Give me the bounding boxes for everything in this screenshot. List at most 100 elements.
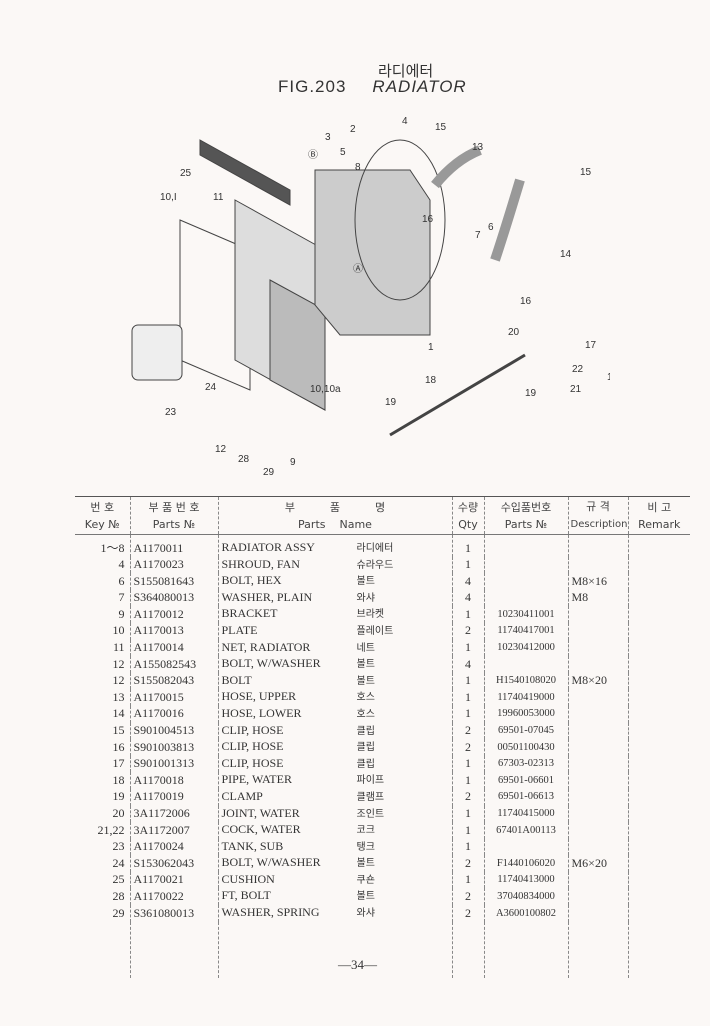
callout-25: 25 xyxy=(180,168,192,179)
cell-pn: 3A1172006 xyxy=(129,805,218,823)
part-name-en: CLIP, HOSE xyxy=(221,755,284,770)
cell-qty: 1 xyxy=(451,556,484,574)
cell-pn: S364080013 xyxy=(129,589,218,607)
cell-key: 28 xyxy=(112,888,125,903)
part-name-ko: 네트 xyxy=(356,642,375,654)
cell-remark xyxy=(627,805,690,823)
cell-remark xyxy=(627,888,690,906)
cell-pn2: 69501-06613 xyxy=(483,788,568,806)
cell-key: 13 xyxy=(112,689,125,704)
callout-10-1: 10,I xyxy=(160,192,177,203)
cell-pn2: 69501-07045 xyxy=(483,722,568,740)
water-pipe-shape xyxy=(389,353,526,437)
callout-19b: 19 xyxy=(525,388,537,399)
callout-28: 28 xyxy=(238,454,250,465)
part-name-ko: 볼트 xyxy=(356,576,375,588)
cell-remark xyxy=(627,822,690,839)
cell-pn: A1170021 xyxy=(129,871,218,889)
cell-pn2: 67303-02313 xyxy=(483,755,568,773)
cell-remark xyxy=(627,905,690,922)
figure-number: FIG.203 xyxy=(278,77,347,96)
cell-pn: S901003813 xyxy=(129,739,218,756)
part-name-ko: 슈라우드 xyxy=(356,559,394,571)
part-name-en: CLIP, HOSE xyxy=(221,722,284,737)
cell-desc xyxy=(567,788,628,806)
cell-pn2 xyxy=(483,556,568,574)
cell-remark xyxy=(627,788,690,806)
cell-pn: A1170024 xyxy=(129,838,218,856)
cell-key: 15 xyxy=(112,723,125,738)
cell-qty: 2 xyxy=(451,788,484,806)
cell-key: 1～8 xyxy=(100,540,125,555)
cell-remark xyxy=(627,573,690,590)
callout-23: 23 xyxy=(165,407,177,418)
part-name-ko: 볼트 xyxy=(356,891,375,903)
cell-pn2: F1440106020 xyxy=(483,855,568,872)
cell-pn2 xyxy=(483,656,568,673)
cell-key: 23 xyxy=(112,839,125,854)
cell-remark xyxy=(627,656,690,673)
radiator-shape xyxy=(314,169,431,336)
callout-1: 1 xyxy=(428,342,434,353)
tank-shape xyxy=(131,324,183,381)
part-name-en: CUSHION xyxy=(221,871,275,886)
cell-desc xyxy=(567,606,628,623)
cell-remark xyxy=(627,739,690,756)
cell-pn: 3A1172007 xyxy=(129,822,218,839)
cell-remark xyxy=(627,755,690,773)
cell-desc xyxy=(567,639,628,657)
cushion-shape xyxy=(199,139,291,206)
empty-cell xyxy=(75,922,130,978)
callout-22: 22 xyxy=(572,364,584,375)
cell-pn: S901004513 xyxy=(129,722,218,740)
callout-13: 13 xyxy=(472,142,484,153)
empty-cell xyxy=(627,921,690,978)
cell-desc xyxy=(567,888,628,906)
cell-pn2: 11740417001 xyxy=(483,622,568,640)
plate-shape xyxy=(269,279,326,411)
callout-11: 11 xyxy=(213,192,224,203)
cell-pn2 xyxy=(483,573,568,590)
callout-19: 19 xyxy=(385,397,397,408)
cell-qty: 1 xyxy=(451,871,484,889)
part-name-ko: 클램프 xyxy=(356,791,385,803)
cell-qty: 2 xyxy=(451,905,484,922)
callout-10-10a: 10,10a xyxy=(310,384,341,395)
cell-desc xyxy=(567,755,628,773)
cell-qty: 1 xyxy=(451,822,484,839)
shroud-shape xyxy=(354,139,446,301)
callout-29: 29 xyxy=(263,467,275,478)
empty-cell xyxy=(567,921,628,978)
cell-desc xyxy=(567,905,628,922)
cell-desc xyxy=(567,689,628,706)
cell-key: 10 xyxy=(112,623,125,638)
part-name-ko: 호스 xyxy=(356,692,375,704)
callout-14: 14 xyxy=(560,249,572,260)
cell-key: 6 xyxy=(118,573,125,588)
part-name-ko: 호스 xyxy=(356,708,375,720)
callout-16: 16 xyxy=(422,214,434,225)
